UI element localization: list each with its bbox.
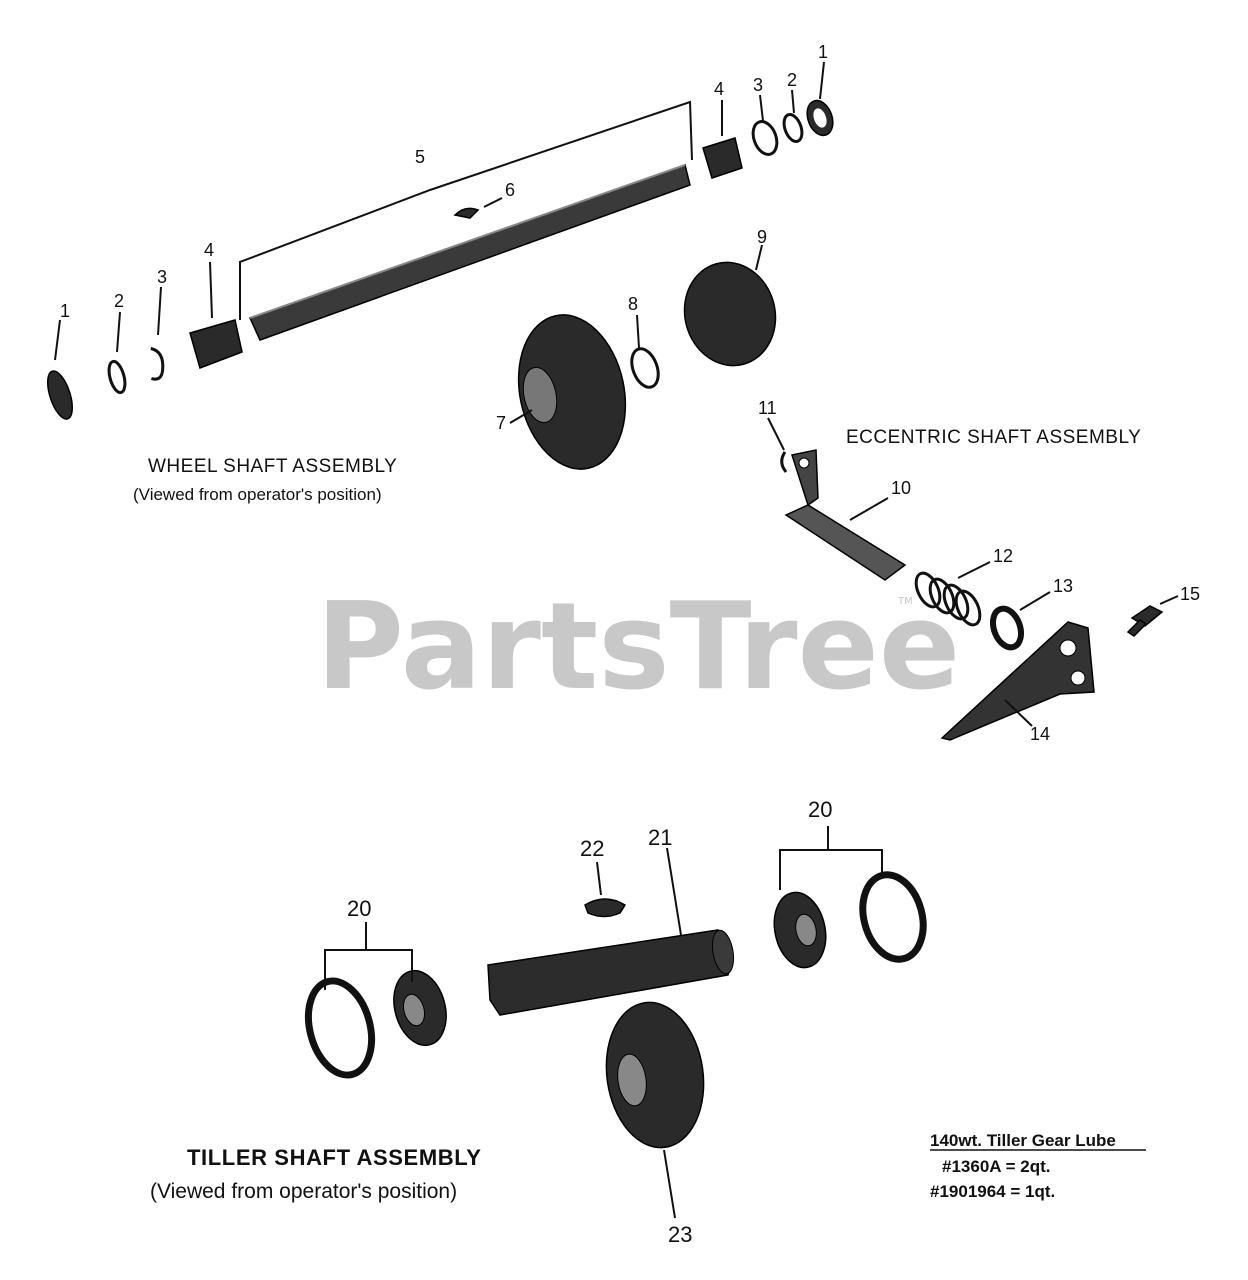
- part-23-gear[interactable]: [597, 996, 712, 1219]
- watermark-tm: TM: [897, 596, 913, 607]
- callout-8: 8: [628, 294, 638, 314]
- part-1-bearing-left[interactable]: [43, 319, 77, 422]
- callout-4-right: 4: [714, 79, 724, 99]
- part-5-wheel-shaft[interactable]: [239, 100, 693, 341]
- callout-6: 6: [505, 180, 515, 200]
- watermark-text: PartsTree: [316, 578, 960, 717]
- callout-20-right: 20: [808, 797, 832, 822]
- callout-1-left: 1: [60, 301, 70, 321]
- part-12-spring[interactable]: [911, 561, 991, 629]
- callout-4-left: 4: [204, 240, 214, 260]
- part-1-bearing-right[interactable]: [803, 61, 838, 139]
- part-4-bearing-right[interactable]: [702, 100, 743, 179]
- callout-1-right: 1: [818, 42, 828, 62]
- part-9-gear[interactable]: [673, 244, 787, 376]
- part-11-clip[interactable]: [767, 417, 788, 473]
- callout-12: 12: [993, 546, 1013, 566]
- callout-11: 11: [758, 398, 777, 418]
- wheel-shaft-subtitle: (Viewed from operator's position): [133, 485, 382, 504]
- lube-note-heading: 140wt. Tiller Gear Lube: [930, 1131, 1116, 1150]
- callout-3-right: 3: [753, 75, 763, 95]
- part-20-bearing-left[interactable]: [299, 922, 454, 1082]
- part-20-bearing-right[interactable]: [768, 826, 932, 972]
- callout-22: 22: [580, 836, 604, 861]
- wheel-shaft-title: WHEEL SHAFT ASSEMBLY: [148, 456, 397, 477]
- tiller-shaft-subtitle: (Viewed from operator's position): [150, 1180, 457, 1203]
- part-13-ring[interactable]: [988, 591, 1051, 651]
- part-2-washer-right[interactable]: [781, 89, 806, 144]
- callout-20-left: 20: [347, 896, 371, 921]
- part-10-eccentric-shaft[interactable]: [784, 449, 907, 581]
- callout-3-left: 3: [157, 267, 167, 287]
- callout-23: 23: [668, 1222, 692, 1247]
- callout-15: 15: [1180, 584, 1200, 604]
- part-6-key[interactable]: [453, 197, 503, 219]
- part-14-lever[interactable]: [940, 621, 1095, 741]
- callout-2-right: 2: [787, 70, 797, 90]
- callout-7: 7: [496, 413, 506, 433]
- eccentric-shaft-title: ECCENTRIC SHAFT ASSEMBLY: [846, 427, 1141, 448]
- part-15-bolt[interactable]: [1126, 595, 1179, 637]
- callout-13: 13: [1053, 576, 1073, 596]
- part-21-tiller-shaft[interactable]: [487, 847, 737, 1016]
- callout-2-left: 2: [114, 291, 124, 311]
- callout-21: 21: [648, 825, 672, 850]
- lube-note-line2: #1901964 = 1qt.: [930, 1182, 1055, 1201]
- callout-14: 14: [1030, 724, 1050, 744]
- callout-9: 9: [757, 227, 767, 247]
- part-3-snap-ring-left[interactable]: [149, 286, 165, 381]
- part-7-gear[interactable]: [505, 305, 639, 479]
- part-3-washer-right[interactable]: [749, 94, 781, 158]
- part-8-snap-ring[interactable]: [627, 314, 663, 391]
- lube-note-line1: #1360A = 2qt.: [942, 1157, 1051, 1176]
- part-4-bearing-left[interactable]: [189, 261, 243, 369]
- callout-10: 10: [891, 478, 911, 498]
- part-22-key[interactable]: [584, 861, 627, 918]
- part-2-washer-left[interactable]: [106, 311, 128, 395]
- tiller-shaft-title: TILLER SHAFT ASSEMBLY: [187, 1145, 482, 1170]
- callout-5: 5: [415, 147, 425, 167]
